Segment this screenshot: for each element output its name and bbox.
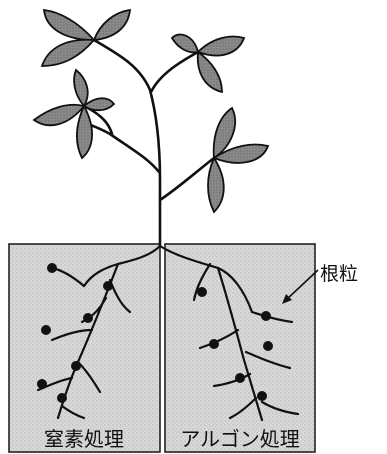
nodule-label: 根粒 (320, 263, 358, 285)
root-nodule (47, 263, 57, 273)
leaf-cluster-top-left (42, 10, 130, 66)
right-box-label: アルゴン処理 (180, 427, 299, 451)
leaf-cluster-middle-right (208, 108, 268, 212)
left-box-label: 窒素処理 (44, 427, 124, 451)
root-nodule (71, 361, 81, 371)
root-nodule (41, 325, 51, 335)
root-nodule (197, 287, 207, 297)
plant-stem (80, 40, 214, 246)
leaf-cluster-top-right (172, 34, 244, 92)
root-nodule (261, 311, 271, 321)
root-nodule (83, 313, 93, 323)
root-nodule (103, 281, 113, 291)
root-nodule (209, 339, 219, 349)
root-nodule (57, 393, 67, 403)
root-nodule (263, 341, 273, 351)
root-nodule (37, 379, 47, 389)
root-nodule (235, 373, 245, 383)
root-nodule (257, 391, 267, 401)
leaf-cluster-middle-left (34, 70, 114, 158)
